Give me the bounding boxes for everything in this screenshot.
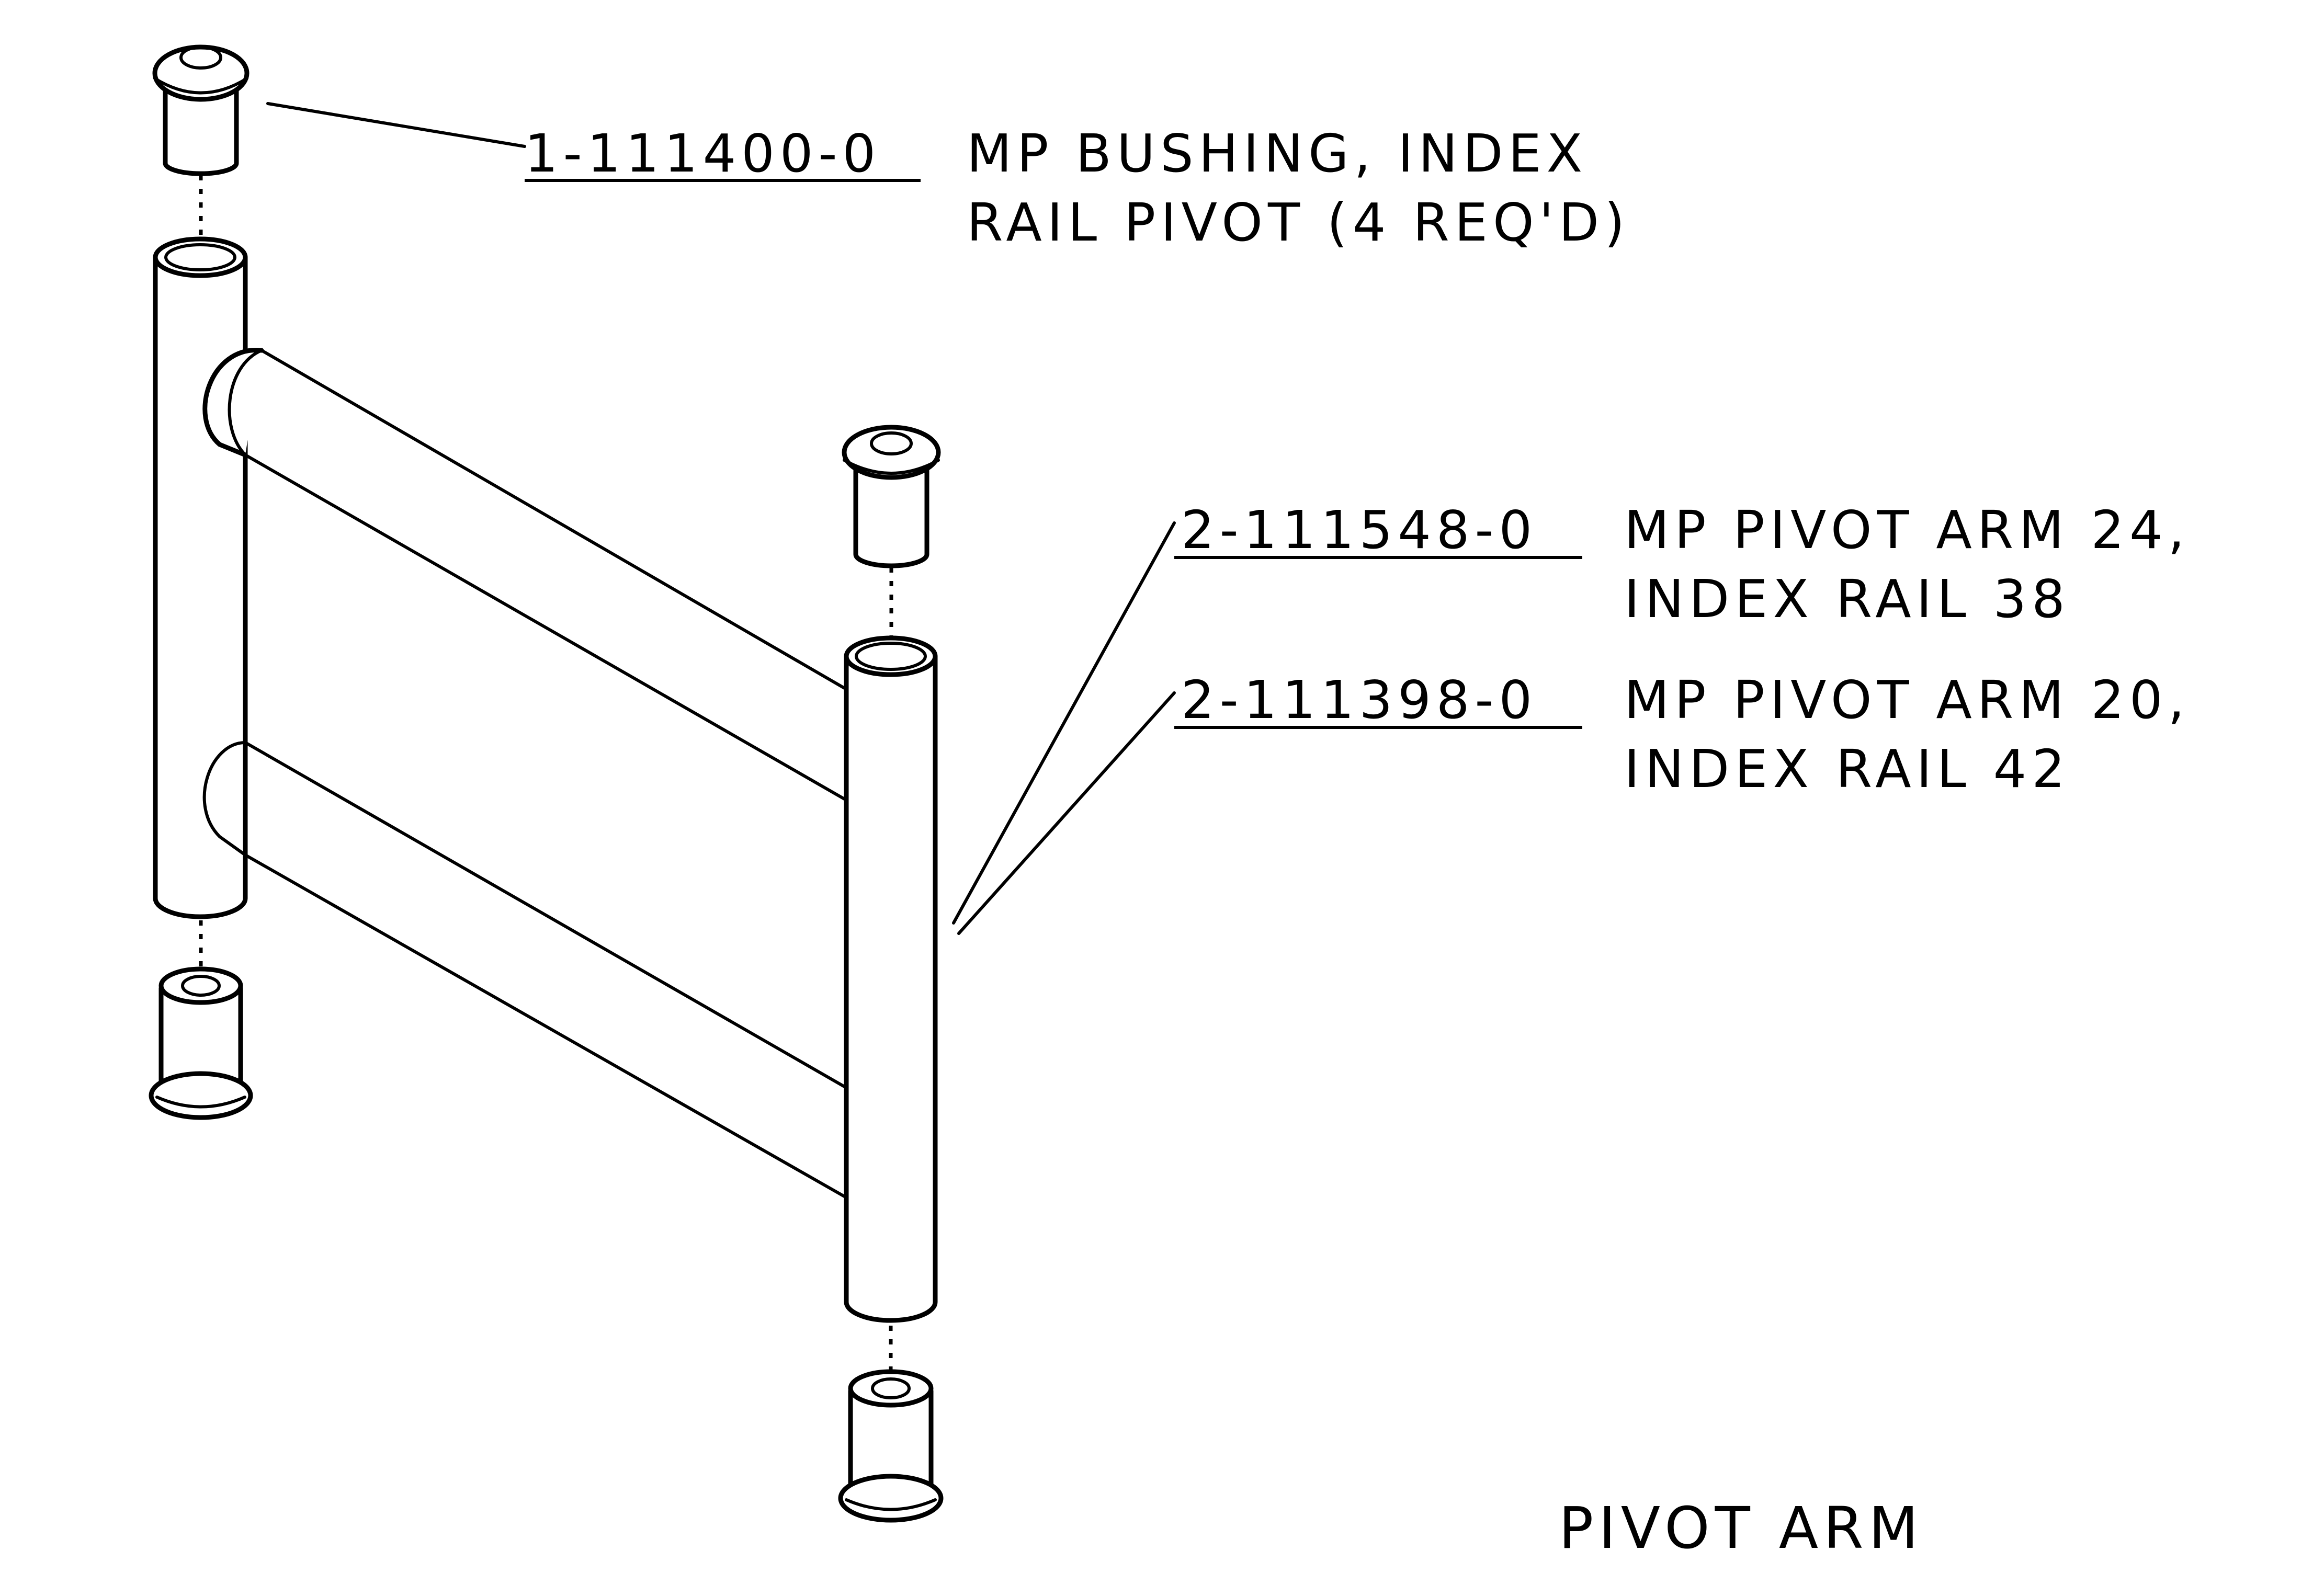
leader-line-arm-20 [957,691,1176,935]
callout-bushing: 1-111400-0 MP BUSHING, INDEX RAIL PIVOT … [525,123,1630,253]
callout-description-line-2: INDEX RAIL 42 [1624,738,2070,800]
callout-description-line-1: MP PIVOT ARM 24, [1624,499,2190,561]
upper-cross-tube [202,348,848,802]
right-post [844,635,938,1323]
bushing-bottom-right [838,1369,944,1523]
callout-pivot-arm-24: 2-111548-0 MP PIVOT ARM 24, INDEX RAIL 3… [1174,499,2190,630]
leader-line-arm-24 [952,521,1176,925]
callout-description-line-1: MP PIVOT ARM 20, [1624,669,2190,731]
part-number: 2-111548-0 [1181,499,1537,561]
callout-pivot-arm-20: 2-111398-0 MP PIVOT ARM 20, INDEX RAIL 4… [1174,669,2190,800]
bushing-top-right [842,425,941,568]
leader-lines [266,102,1176,935]
diagram-title: PIVOT ARM [1559,1495,1923,1561]
callout-description-line-2: RAIL PIVOT (4 REQ'D) [967,192,1630,253]
lower-cross-tube [202,741,848,1199]
callout-description-line-2: INDEX RAIL 38 [1624,568,2070,630]
callout-description-line-1: MP BUSHING, INDEX [967,123,1588,184]
leader-line-bushing [266,102,526,148]
bushing-bottom-left [149,966,253,1120]
part-number: 2-111398-0 [1181,669,1537,731]
part-number: 1-111400-0 [525,123,881,184]
bushing-top-left [152,44,250,176]
left-post [153,236,248,919]
